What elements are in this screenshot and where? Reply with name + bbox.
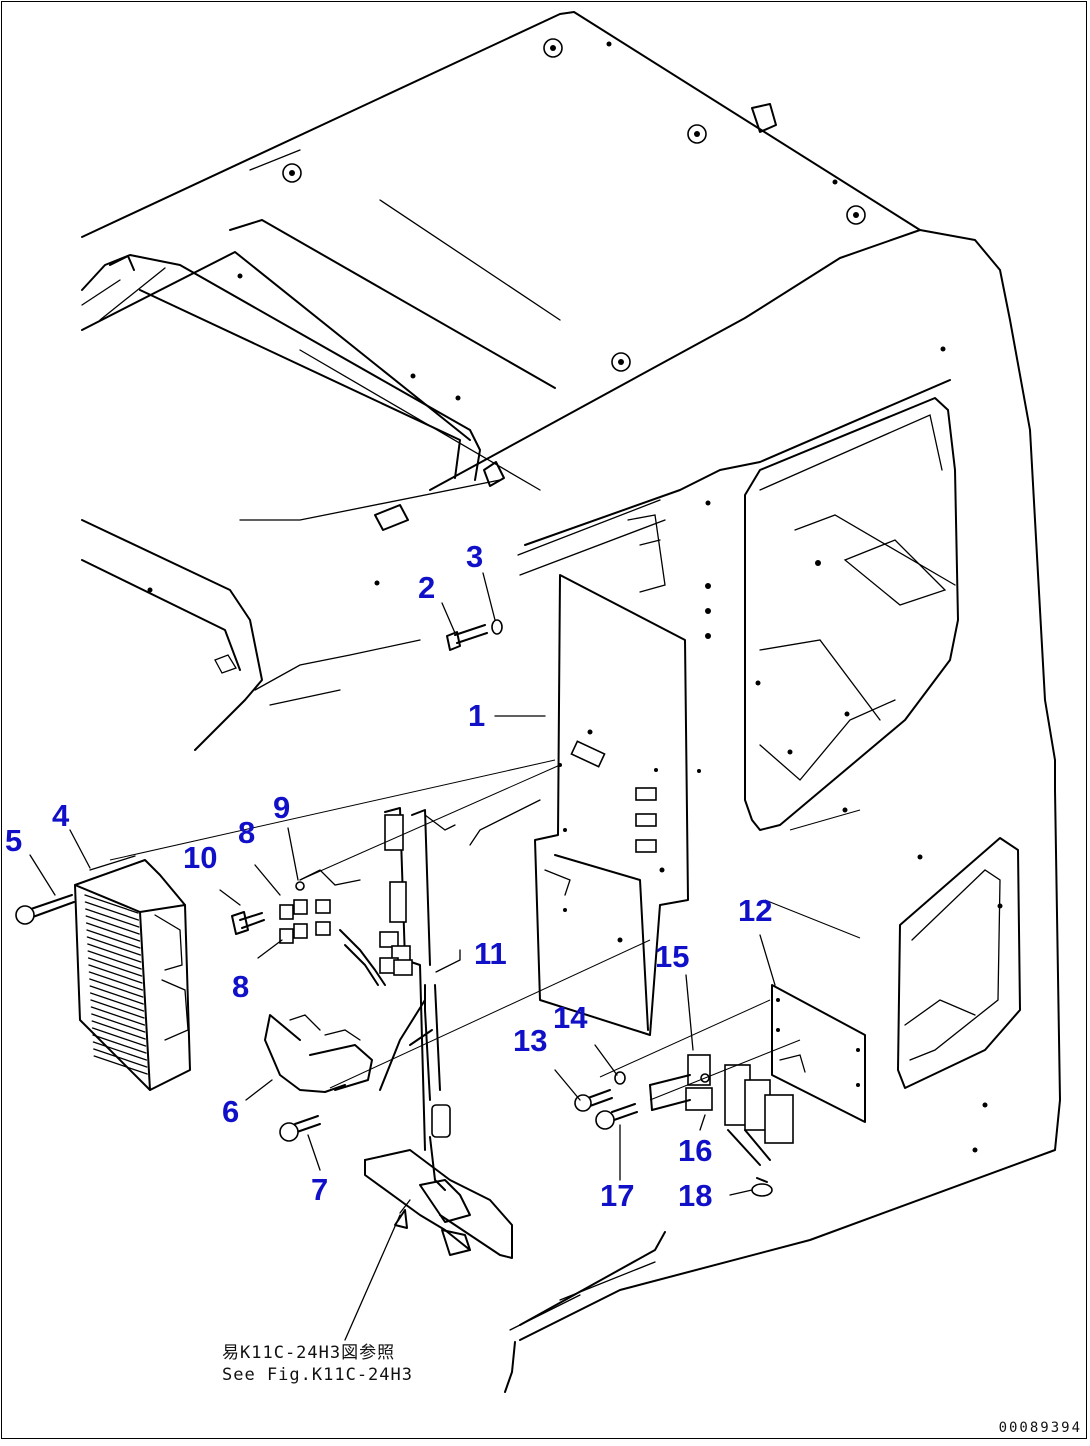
callout-1: 1 [468, 698, 486, 733]
vent-slat [88, 964, 143, 984]
bolt-10 [231, 911, 265, 935]
panel-1 [534, 500, 711, 1036]
vent-slat [91, 1027, 147, 1047]
vent-slat [85, 915, 140, 935]
fuses-15-16 [649, 1054, 794, 1197]
assembly-lines [109, 759, 861, 1101]
bolt-2-washer-3 [446, 619, 503, 651]
callout-4: 4 [52, 798, 70, 833]
bolt-5 [15, 894, 75, 925]
callout-10: 10 [183, 840, 218, 875]
vent-slat [89, 992, 145, 1012]
vent-slat [93, 1048, 148, 1068]
callout-16: 16 [678, 1133, 713, 1168]
controller-vents [84, 894, 148, 1075]
vent-slat [90, 999, 145, 1019]
bolts-13-14-17 [574, 1071, 638, 1130]
vent-slat [87, 943, 142, 963]
relays-8-9 [279, 881, 331, 944]
vent-slat [88, 971, 144, 991]
vent-slat [85, 922, 141, 942]
callout-3: 3 [466, 539, 484, 574]
callout-13: 13 [513, 1023, 548, 1058]
callout-6: 6 [222, 1094, 240, 1129]
side-window [744, 397, 959, 831]
callout-2: 2 [418, 570, 436, 605]
callout-12: 12 [738, 893, 773, 928]
callout-5: 5 [5, 823, 23, 858]
rear-cutout [897, 837, 1021, 1153]
wire-6 [264, 1014, 373, 1093]
controller-4 [74, 855, 191, 1091]
callout-18: 18 [678, 1178, 713, 1213]
vent-slat [85, 908, 140, 928]
panel-12 [771, 984, 866, 1123]
callout-8-lower: 8 [232, 969, 250, 1004]
roof-bolts [147, 38, 946, 593]
callout-14: 14 [553, 1000, 588, 1035]
harness-11 [299, 799, 541, 1191]
vent-slat [86, 936, 142, 956]
callout-9: 9 [273, 790, 291, 825]
callout-17: 17 [600, 1178, 635, 1213]
vent-slat [84, 894, 139, 914]
leader-lines [29, 572, 776, 1341]
vent-slat [89, 978, 144, 998]
vent-slat [87, 950, 142, 970]
vent-slat [92, 1034, 147, 1054]
vent-slat [84, 901, 140, 921]
bolt-7 [279, 1115, 321, 1142]
cab-bottom [504, 789, 1061, 1393]
vent-slat [93, 1055, 148, 1075]
vent-slat [87, 957, 143, 977]
reference-note: 易K11C-24H3図参照 See Fig.K11C-24H3 [222, 1342, 413, 1386]
vent-slat [90, 1006, 146, 1026]
reference-note-jp: 易K11C-24H3図参照 [222, 1343, 396, 1363]
cab-roof [81, 11, 1056, 791]
callout-7: 7 [311, 1172, 329, 1207]
drawing-code: 00089394 [998, 1420, 1082, 1436]
vent-slat [89, 985, 144, 1005]
reference-note-en: See Fig.K11C-24H3 [222, 1365, 413, 1385]
vent-slat [91, 1013, 146, 1033]
callout-11: 11 [474, 936, 507, 971]
vent-slat [86, 929, 141, 949]
vent-slat [91, 1020, 146, 1040]
roof-hinges [109, 103, 777, 674]
callout-8-upper: 8 [238, 815, 256, 850]
callout-15: 15 [655, 939, 690, 974]
lower-bracket [364, 1149, 513, 1259]
vent-slat [92, 1041, 148, 1061]
